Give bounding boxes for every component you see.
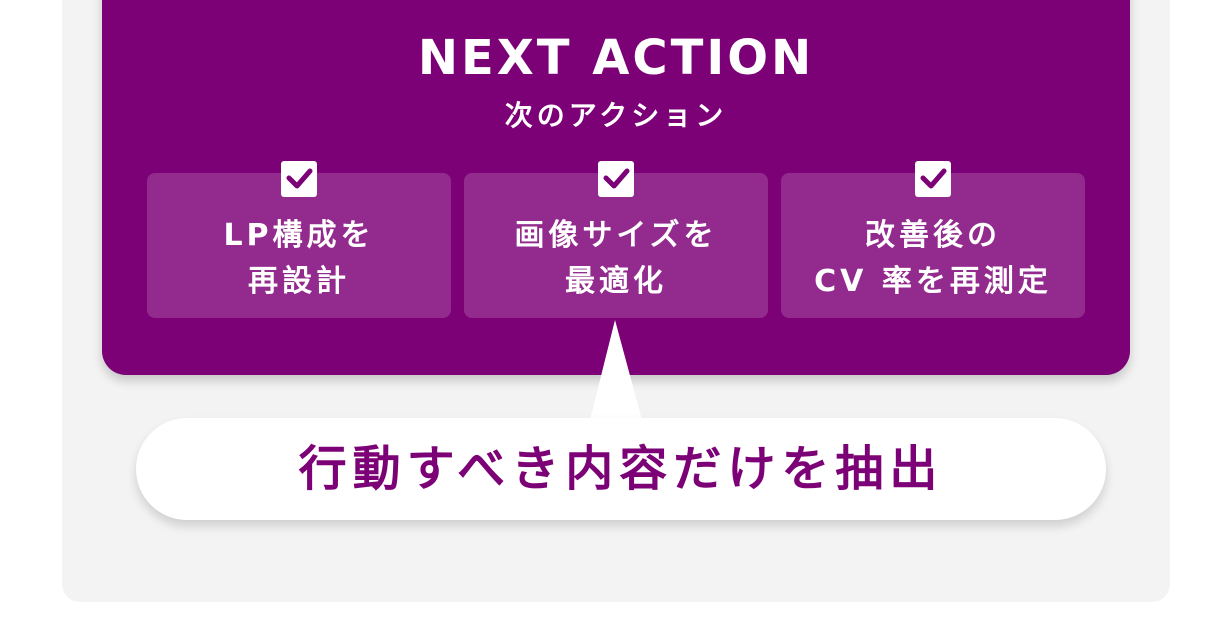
action-label-line: 再設計: [248, 264, 350, 299]
action-label-line: 最適化: [565, 264, 667, 299]
next-action-panel: NEXT ACTION 次のアクション LP構成を 再設計 画像サイズを 最適化: [102, 0, 1130, 375]
action-label-line: LP構成を: [223, 218, 375, 253]
action-label: 画像サイズを 最適化: [464, 213, 768, 305]
action-label-line: 改善後の: [865, 218, 1001, 253]
panel-subtitle: 次のアクション: [504, 99, 728, 132]
action-label-line: CV 率を再測定: [814, 264, 1052, 299]
callout-bubble: 行動すべき内容だけを抽出: [136, 418, 1106, 520]
action-card-1: LP構成を 再設計: [147, 161, 451, 318]
panel-title: NEXT ACTION: [417, 30, 815, 86]
action-label-line: 画像サイズを: [514, 218, 718, 253]
action-label: 改善後の CV 率を再測定: [781, 213, 1085, 305]
action-card-2: 画像サイズを 最適化: [464, 161, 768, 318]
checkbox-checked-icon: [915, 161, 951, 197]
callout-text: 行動すべき内容だけを抽出: [298, 441, 944, 497]
action-card-3: 改善後の CV 率を再測定: [781, 161, 1085, 318]
checkbox-checked-icon: [598, 161, 634, 197]
speech-bubble-tail: [590, 320, 642, 420]
action-label: LP構成を 再設計: [147, 213, 451, 305]
checkbox-checked-icon: [281, 161, 317, 197]
